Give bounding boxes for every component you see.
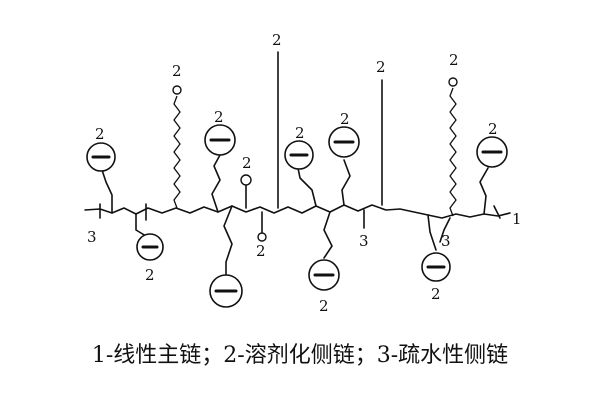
charged-side-chain-2 xyxy=(211,154,221,213)
charged-side-chain-1 xyxy=(101,169,113,214)
figure-caption: 1-线性主链；2-溶剂化侧链；3-疏水性侧链 xyxy=(91,343,509,368)
label-hydrophobic: 3 xyxy=(359,232,369,250)
side-chain-end-bead xyxy=(172,85,182,95)
charged-side-chain-7 xyxy=(223,205,233,275)
label-solvated: 2 xyxy=(256,242,266,260)
label-solvated: 2 xyxy=(95,125,105,143)
charged-side-chain-3 xyxy=(297,167,317,207)
backbone-end-mark xyxy=(493,205,501,219)
label-hydrophobic: 3 xyxy=(87,228,97,246)
label-solvated: 2 xyxy=(449,51,459,69)
label-hydrophobic: 3 xyxy=(441,232,451,250)
hydrophobic-side-chain xyxy=(439,217,451,243)
solvated-side-chain-wavy xyxy=(173,95,181,209)
label-solvated: 2 xyxy=(242,154,252,172)
label-solvated: 2 xyxy=(295,124,305,142)
label-solvated: 2 xyxy=(488,120,498,138)
polymer-chain-diagram: 1 2 2 2 2 2 2 2 2 2 2 2 2 2 2 3 3 3 xyxy=(84,31,522,315)
label-solvated: 2 xyxy=(272,31,282,49)
charged-side-chain-6 xyxy=(135,213,147,237)
side-chain-end-bead xyxy=(257,232,267,242)
solvated-side-chain-wavy xyxy=(449,87,457,217)
label-solvated: 2 xyxy=(214,108,224,126)
charged-side-chain-5 xyxy=(479,167,489,215)
side-chain-end-bead xyxy=(448,77,458,87)
label-solvated: 2 xyxy=(172,62,182,80)
label-backbone: 1 xyxy=(512,210,522,228)
side-chain-end-bead xyxy=(240,174,252,186)
charged-side-chain-8 xyxy=(323,211,333,259)
label-solvated: 2 xyxy=(340,110,350,128)
charged-side-chain-4 xyxy=(341,159,351,206)
linear-backbone xyxy=(84,204,511,219)
label-solvated: 2 xyxy=(319,297,329,315)
label-solvated: 2 xyxy=(431,285,441,303)
label-solvated: 2 xyxy=(145,266,155,284)
label-solvated: 2 xyxy=(376,58,386,76)
charged-side-chain-9 xyxy=(427,214,437,251)
